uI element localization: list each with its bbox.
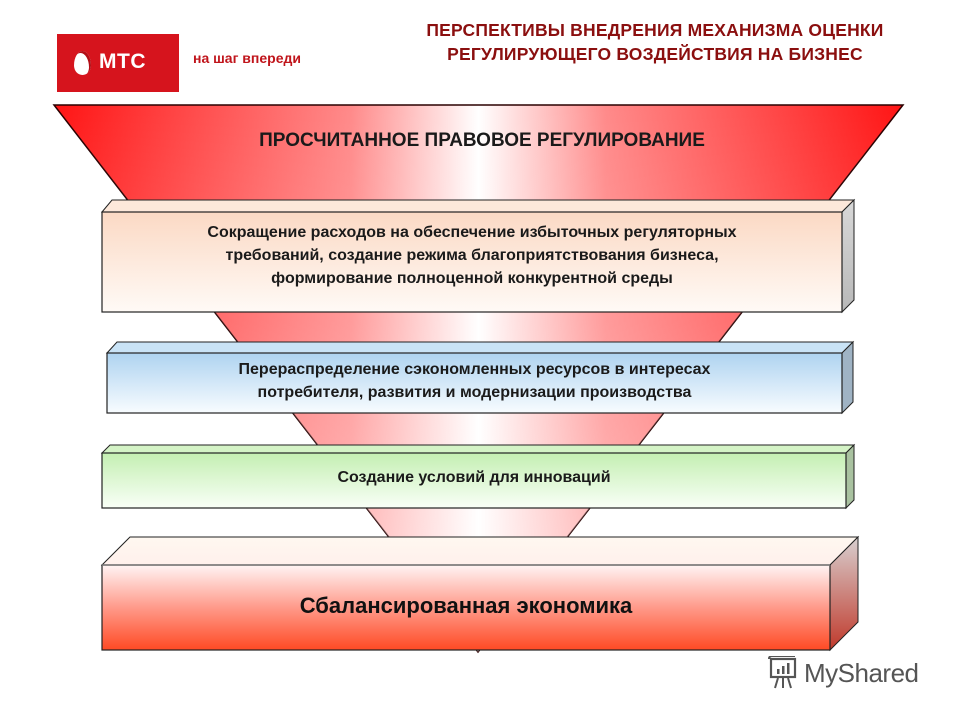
level-2-line-1: Перераспределение сэкономленных ресурсов… bbox=[238, 361, 711, 378]
logo-brand: МТС bbox=[99, 50, 146, 73]
level-box-3 bbox=[100, 443, 856, 510]
level-3-line-1: Создание условий для инноваций bbox=[337, 469, 611, 486]
watermark-text: MyShared bbox=[804, 657, 919, 688]
level-1-line-3: формирование полноценной конкурентной ср… bbox=[271, 270, 673, 287]
title-line-1: ПЕРСПЕКТИВЫ ВНЕДРЕНИЯ МЕХАНИЗМА ОЦЕНКИ bbox=[426, 20, 884, 40]
level-box-4 bbox=[100, 535, 860, 652]
presentation-board-icon bbox=[768, 656, 797, 689]
funnel-title: ПРОСЧИТАННОЕ ПРАВОВОЕ РЕГУЛИРОВАНИЕ bbox=[259, 130, 705, 151]
level-box-1 bbox=[100, 198, 856, 314]
level-4-line-1: Сбалансированная экономика bbox=[299, 593, 633, 618]
level-box-2 bbox=[105, 340, 855, 415]
level-4-text: Сбалансированная экономика bbox=[102, 592, 830, 620]
title-line-2: РЕГУЛИРУЮЩЕГО ВОЗДЕЙСТВИЯ НА БИЗНЕС bbox=[447, 44, 863, 64]
level-1-line-1: Сокращение расходов на обеспечение избыт… bbox=[207, 224, 737, 241]
level-3-text: Создание условий для инноваций bbox=[102, 468, 846, 488]
level-2-text: Перераспределение сэкономленных ресурсов… bbox=[107, 358, 842, 404]
watermark: MyShared bbox=[768, 656, 919, 690]
logo-tagline: на шаг впереди bbox=[193, 50, 301, 66]
mts-logo: МТС bbox=[57, 34, 179, 92]
level-2-line-2: потребителя, развития и модернизации про… bbox=[257, 384, 692, 401]
egg-icon bbox=[74, 51, 91, 75]
level-1-text: Сокращение расходов на обеспечение избыт… bbox=[102, 221, 842, 290]
level-1-line-2: требований, создание режима благоприятст… bbox=[225, 247, 719, 264]
page-title: ПЕРСПЕКТИВЫ ВНЕДРЕНИЯ МЕХАНИЗМА ОЦЕНКИ Р… bbox=[370, 18, 940, 66]
